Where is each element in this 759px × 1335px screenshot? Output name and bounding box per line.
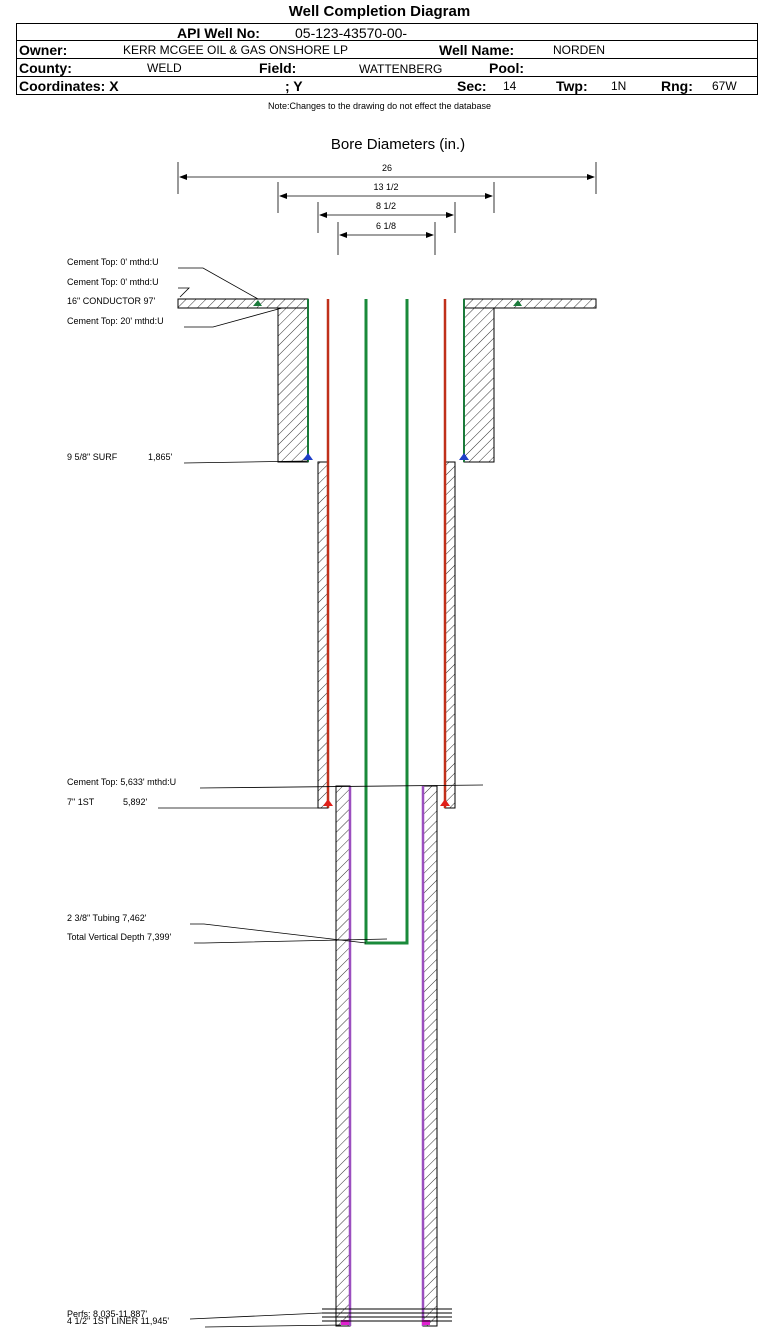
rng-label: Rng: xyxy=(661,78,693,94)
svg-text:7" 1ST: 7" 1ST xyxy=(67,797,95,807)
tubing xyxy=(364,299,409,945)
county-value: WELD xyxy=(147,61,182,75)
header-row-owner: Owner: KERR MCGEE OIL & GAS ONSHORE LP W… xyxy=(16,40,758,59)
annotation-conductor: 16" CONDUCTOR 97' xyxy=(67,296,156,306)
sec-label: Sec: xyxy=(457,78,487,94)
coordinates-y-label: ; Y xyxy=(285,78,303,94)
annotation-surface-casing: 9 5/8" SURF 1,865' xyxy=(67,452,309,464)
svg-text:2 3/8" Tubing 7,462': 2 3/8" Tubing 7,462' xyxy=(67,913,147,923)
first-shoe-right xyxy=(440,799,450,806)
bore-label-8-1-2: 8 1/2 xyxy=(376,201,396,211)
rng-value: 67W xyxy=(712,79,737,93)
annotation-liner: 4 1/2" 1ST LINER 11,945' xyxy=(67,1316,342,1328)
liner-cement xyxy=(335,785,438,1327)
annotation-first-casing: 7" 1ST 5,892' xyxy=(67,797,328,809)
page-title: Well Completion Diagram xyxy=(288,3,471,20)
perforations xyxy=(322,1308,452,1322)
sec-value: 14 xyxy=(503,79,517,93)
svg-text:Perfs: 8,035-11,887': Perfs: 8,035-11,887' xyxy=(67,1309,147,1319)
twp-value: 1N xyxy=(611,79,627,93)
api-value: 05-123-43570-00- xyxy=(295,25,408,41)
surface-cement xyxy=(277,307,495,463)
county-label: County: xyxy=(19,60,72,76)
bore-dimension-13-1-2: 13 1/2 xyxy=(277,182,495,213)
coordinates-label: Coordinates: X xyxy=(19,78,119,94)
first-shoe-left xyxy=(323,799,333,806)
bore-label-13-1-2: 13 1/2 xyxy=(373,182,398,192)
bore-dimension-8-1-2: 8 1/2 xyxy=(317,201,456,233)
header-row-coordinates: Coordinates: X ; Y Sec: 14 Twp: 1N Rng: … xyxy=(16,76,758,95)
liner-casing xyxy=(348,786,425,1326)
svg-text:Cement Top: 0' mthd:U: Cement Top: 0' mthd:U xyxy=(67,277,159,287)
annotation-tubing: 2 3/8" Tubing 7,462' xyxy=(67,913,367,944)
header-row-county: County: WELD Field: WATTENBERG Pool: xyxy=(16,58,758,77)
well-name-value: NORDEN xyxy=(553,43,606,57)
svg-text:Cement Top: 20' mthd:U: Cement Top: 20' mthd:U xyxy=(67,316,164,326)
bore-dimension-26: 26 xyxy=(177,162,597,194)
annotation-cement-top-2: Cement Top: 0' mthd:U xyxy=(67,277,190,298)
pool-label: Pool: xyxy=(489,60,524,76)
conductor-shoe-right xyxy=(513,300,522,306)
owner-label: Owner: xyxy=(19,42,68,58)
annotation-tvd: Total Vertical Depth 7,399' xyxy=(67,932,388,944)
api-label: API Well No: xyxy=(177,25,260,41)
twp-label: Twp: xyxy=(556,78,588,94)
svg-text:Total Vertical Depth 7,399': Total Vertical Depth 7,399' xyxy=(67,932,172,942)
bore-label-6-1-8: 6 1/8 xyxy=(376,221,396,231)
svg-text:9 5/8" SURF: 9 5/8" SURF xyxy=(67,452,118,462)
surface-casing xyxy=(307,299,465,462)
annotation-cement-top-4: Cement Top: 5,633' mthd:U xyxy=(67,777,484,789)
conductor-cement xyxy=(177,298,597,309)
svg-text:Cement Top: 5,633' mthd:U: Cement Top: 5,633' mthd:U xyxy=(67,777,176,787)
liner-shoe-left xyxy=(341,1320,349,1325)
bore-diameters-title: Bore Diameters (in.) xyxy=(331,136,465,153)
surface-shoe-right xyxy=(459,453,469,460)
surface-shoe-left xyxy=(303,453,313,460)
bore-label-26: 26 xyxy=(382,163,392,173)
bore-dimension-6-1-8: 6 1/8 xyxy=(337,221,436,255)
svg-text:1,865': 1,865' xyxy=(148,452,173,462)
drawing-note: Note:Changes to the drawing do not effec… xyxy=(268,101,491,111)
field-value: WATTENBERG xyxy=(359,62,443,76)
svg-text:Cement Top: 0' mthd:U: Cement Top: 0' mthd:U xyxy=(67,257,159,267)
svg-text:16" CONDUCTOR 97': 16" CONDUCTOR 97' xyxy=(67,296,156,306)
svg-text:4 1/2" 1ST LINER 11,945': 4 1/2" 1ST LINER 11,945' xyxy=(67,1316,169,1326)
well-name-label: Well Name: xyxy=(439,42,515,58)
svg-text:5,892': 5,892' xyxy=(123,797,148,807)
owner-value: KERR MCGEE OIL & GAS ONSHORE LP xyxy=(123,43,348,57)
liner-shoe-right xyxy=(422,1320,430,1325)
annotation-cement-top-3: Cement Top: 20' mthd:U xyxy=(67,307,283,328)
annotation-cement-top-1: Cement Top: 0' mthd:U xyxy=(67,257,259,300)
conductor-shoe-left xyxy=(253,300,262,306)
first-string-cement xyxy=(317,461,456,809)
field-label: Field: xyxy=(259,60,297,76)
first-casing xyxy=(326,299,447,808)
annotation-perforations: Perfs: 8,035-11,887' xyxy=(67,1309,323,1320)
header-row-api: API Well No: 05-123-43570-00- xyxy=(16,23,758,42)
